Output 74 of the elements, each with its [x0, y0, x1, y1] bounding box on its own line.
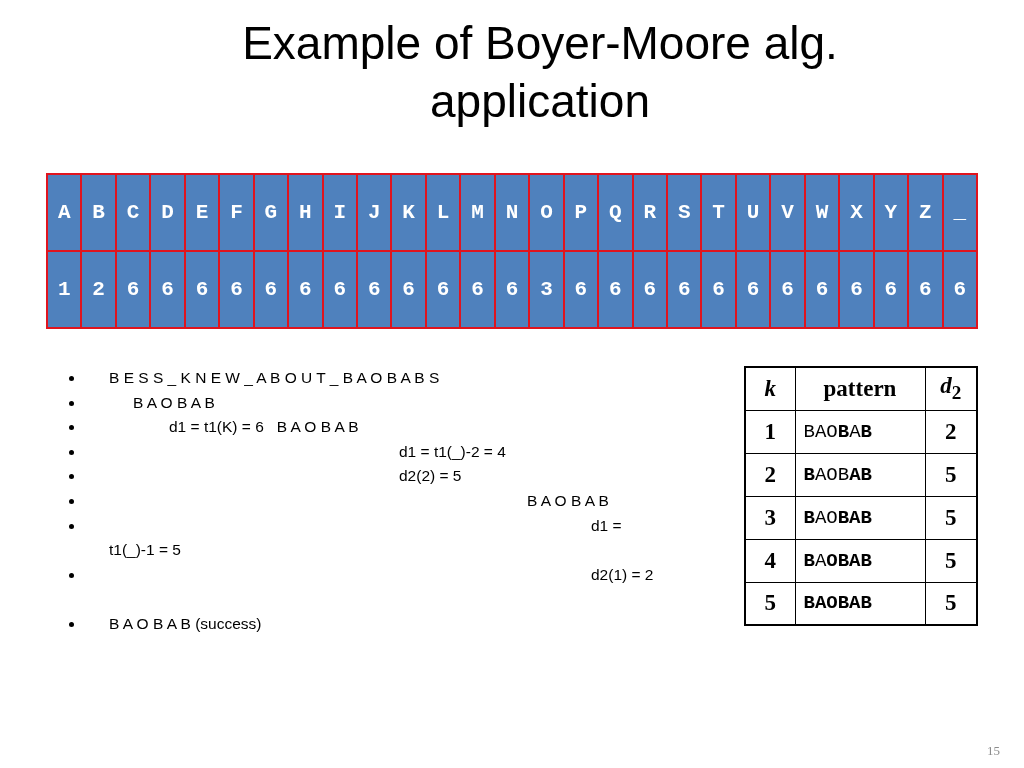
table-cell: _ — [942, 174, 977, 251]
table-cell: 6 — [184, 251, 220, 328]
table-cell: 6 — [253, 251, 289, 328]
page-number: 15 — [987, 743, 1000, 759]
table-cell: BAOBAB — [795, 410, 925, 453]
table-cell: 1 — [745, 410, 795, 453]
table-cell: 1 — [47, 251, 82, 328]
table-cell: BAOBAB — [795, 496, 925, 539]
table-cell: G — [253, 174, 289, 251]
table-cell: 6 — [288, 251, 323, 328]
table-cell: D — [150, 174, 185, 251]
bullet-text: B A O B A B — [132, 392, 216, 413]
table-cell: Q — [598, 174, 633, 251]
bullet-text: B A O B A B (success) — [109, 614, 263, 635]
table-cell: 6 — [632, 251, 667, 328]
table-cell: 6 — [494, 251, 530, 328]
table-cell: M — [460, 174, 495, 251]
table-cell: L — [425, 174, 461, 251]
table-cell: O — [529, 174, 564, 251]
table-cell: C — [115, 174, 151, 251]
table-cell: A — [47, 174, 82, 251]
table-cell: 6 — [804, 251, 840, 328]
table-cell: S — [667, 174, 702, 251]
table-cell: B — [81, 174, 116, 251]
table-cell: J — [357, 174, 392, 251]
table-cell: 6 — [425, 251, 461, 328]
bullet-text: d1 = t1(_)-2 = 4 — [398, 441, 507, 462]
table-cell: 6 — [770, 251, 805, 328]
table-cell: Y — [873, 174, 909, 251]
table-cell: 3 — [745, 496, 795, 539]
table-cell: I — [322, 174, 357, 251]
table-cell: 6 — [460, 251, 495, 328]
table-cell: 6 — [908, 251, 943, 328]
table-cell: BAOBAB — [795, 539, 925, 582]
table-cell: 6 — [357, 251, 392, 328]
header-cell: pattern — [795, 367, 925, 410]
table-cell: 3 — [529, 251, 564, 328]
table-cell: Z — [908, 174, 943, 251]
table-cell: 6 — [735, 251, 771, 328]
table-cell: U — [735, 174, 771, 251]
table-cell: 6 — [150, 251, 185, 328]
table-cell: 6 — [598, 251, 633, 328]
table-cell: 6 — [219, 251, 254, 328]
table-cell: BAOBAB — [795, 453, 925, 496]
table-cell: E — [184, 174, 220, 251]
table-cell: H — [288, 174, 323, 251]
slide-title: Example of Boyer-Moore alg. application — [241, 16, 839, 129]
table-cell: X — [839, 174, 874, 251]
table-cell: 6 — [942, 251, 977, 328]
table-cell: F — [219, 174, 254, 251]
table-cell: 6 — [667, 251, 702, 328]
header-cell: k — [745, 367, 795, 410]
bullet-text: d1 = t1(K) = 6 B A O B A B — [168, 417, 360, 438]
table-cell: 4 — [745, 539, 795, 582]
bullet-text: d2(2) = 5 — [398, 466, 463, 487]
table-cell: 2 — [745, 453, 795, 496]
table-cell: P — [563, 174, 599, 251]
table-cell: 6 — [701, 251, 736, 328]
table-cell: 6 — [115, 251, 151, 328]
table-cell: W — [804, 174, 840, 251]
table-cell: 2 — [81, 251, 116, 328]
table-cell: T — [701, 174, 736, 251]
table-cell: V — [770, 174, 805, 251]
table-cell: R — [632, 174, 667, 251]
table-cell: 6 — [391, 251, 426, 328]
bullet-text: B A O B A B — [526, 490, 610, 511]
table-cell: K — [391, 174, 426, 251]
bullet-text: d2(1) = 2 — [590, 564, 655, 585]
table-cell: 6 — [322, 251, 357, 328]
table-cell: N — [494, 174, 530, 251]
table-cell: 6 — [839, 251, 874, 328]
bullet-text: B E S S _ K N E W _ A B O U T _ B A O B A B S — [109, 368, 441, 388]
table-cell: 6 — [563, 251, 599, 328]
table-cell: 6 — [873, 251, 909, 328]
